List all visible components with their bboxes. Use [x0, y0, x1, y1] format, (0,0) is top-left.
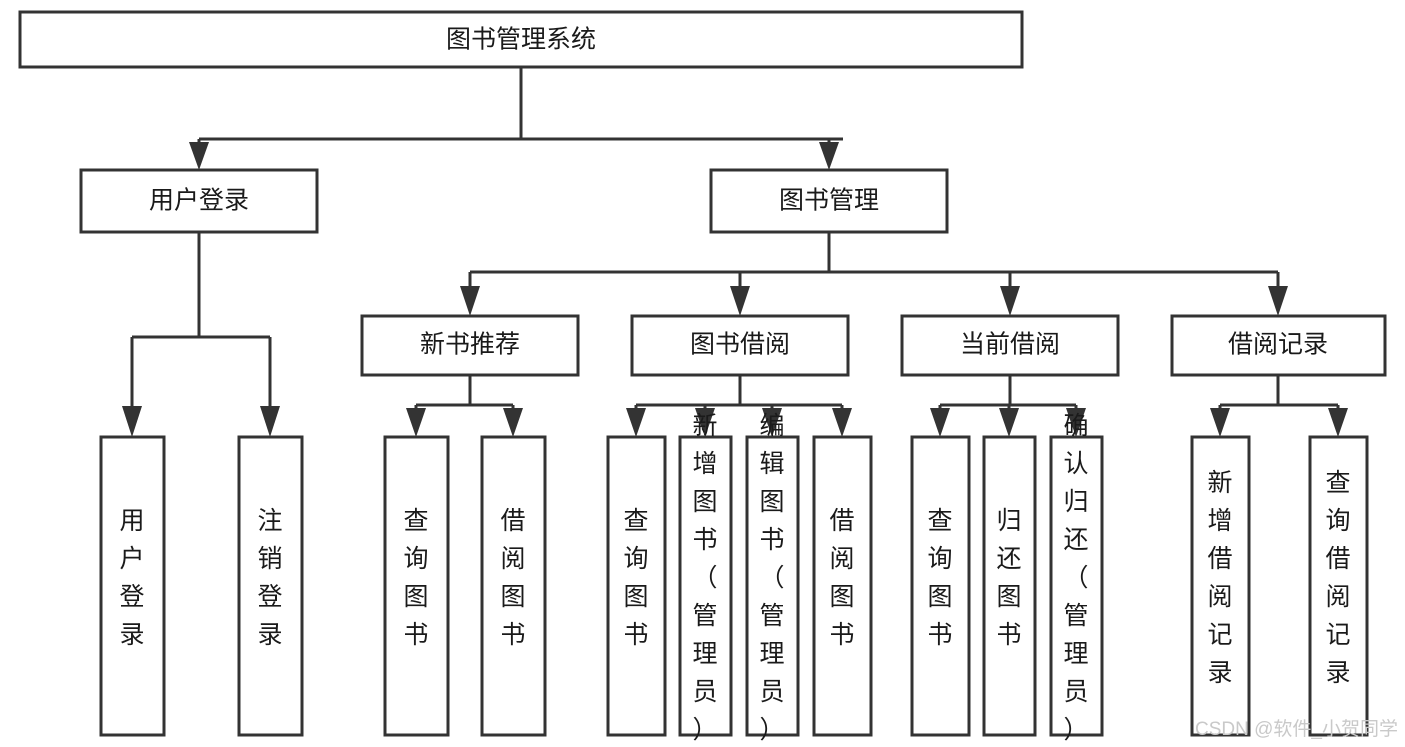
- node-new-book-recommend-label: 新书推荐: [420, 331, 520, 359]
- node-leaf-query-book-recommend-box[interactable]: [383, 435, 450, 737]
- node-leaf-query-book-current-box[interactable]: [910, 435, 971, 737]
- node-leaf-return-book-box[interactable]: [982, 435, 1037, 737]
- node-book-borrow[interactable]: 图书借阅: [630, 314, 850, 377]
- node-book-management-box[interactable]: [709, 168, 949, 234]
- node-leaf-borrow-book-borrow-label: 借阅图书: [829, 507, 854, 649]
- node-leaf-query-book-recommend-label: 查询图书: [403, 507, 428, 649]
- node-user-login-label: 用户登录: [149, 187, 249, 215]
- node-borrow-records[interactable]: 借阅记录: [1170, 314, 1387, 377]
- node-leaf-query-book-recommend[interactable]: 查询图书: [383, 435, 450, 737]
- node-leaf-borrow-book-borrow-box[interactable]: [812, 435, 873, 737]
- node-leaf-query-book-borrow[interactable]: 查询图书: [606, 435, 667, 737]
- node-leaf-add-borrow-record[interactable]: 新增借阅记录: [1190, 435, 1251, 737]
- arrow-head-leaf-query-borrow-record: [1328, 408, 1348, 437]
- arrow-head-leaf-query-book-current: [930, 408, 950, 437]
- arrow-head-leaf-borrow-book-recommend: [503, 408, 523, 437]
- node-root[interactable]: 图书管理系统: [18, 10, 1024, 69]
- node-leaf-confirm-return-admin-box[interactable]: [1049, 435, 1104, 737]
- node-leaf-add-borrow-record-label: 新增借阅记录: [1207, 469, 1232, 687]
- node-current-borrow-box[interactable]: [900, 314, 1120, 377]
- node-leaf-user-logout[interactable]: 注销登录: [237, 435, 304, 737]
- node-root-label: 图书管理系统: [446, 26, 596, 54]
- node-book-management-label: 图书管理: [779, 187, 879, 215]
- node-leaf-borrow-book-borrow[interactable]: 借阅图书: [812, 435, 873, 737]
- node-leaf-confirm-return-admin[interactable]: 确认归还（管理员）: [1049, 412, 1104, 744]
- arrow-head-leaf-query-book-recommend: [406, 408, 426, 437]
- arrow-head-leaf-user-login: [122, 406, 142, 437]
- arrow-head-book-borrow: [730, 286, 750, 316]
- arrow-head-current-borrow: [1000, 286, 1020, 316]
- node-leaf-return-book[interactable]: 归还图书: [982, 435, 1037, 737]
- node-current-borrow[interactable]: 当前借阅: [900, 314, 1120, 377]
- node-leaf-query-borrow-record-label: 查询借阅记录: [1325, 469, 1350, 687]
- arrow-head-new-book-recommend: [460, 286, 480, 316]
- arrow-head-leaf-user-logout: [260, 406, 280, 437]
- node-leaf-edit-book-admin-box[interactable]: [745, 435, 800, 737]
- node-book-borrow-box[interactable]: [630, 314, 850, 377]
- node-book-management[interactable]: 图书管理: [709, 168, 949, 234]
- node-borrow-records-label: 借阅记录: [1228, 331, 1328, 359]
- node-root-box[interactable]: [18, 10, 1024, 69]
- arrow-head-leaf-query-book-borrow: [626, 408, 646, 437]
- node-leaf-query-book-current[interactable]: 查询图书: [910, 435, 971, 737]
- node-leaf-borrow-book-recommend[interactable]: 借阅图书: [480, 435, 547, 737]
- node-leaf-user-login-box[interactable]: [99, 435, 166, 737]
- node-leaf-user-logout-label: 注销登录: [257, 507, 282, 649]
- arrow-head-leaf-return-book: [999, 408, 1019, 437]
- node-leaf-query-book-borrow-label: 查询图书: [623, 507, 648, 649]
- node-leaf-add-book-admin[interactable]: 新增图书（管理员）: [678, 412, 733, 744]
- node-leaf-query-book-current-label: 查询图书: [927, 507, 952, 649]
- node-leaf-query-borrow-record-box[interactable]: [1308, 435, 1369, 737]
- node-leaf-edit-book-admin[interactable]: 编辑图书（管理员）: [745, 412, 800, 744]
- node-new-book-recommend[interactable]: 新书推荐: [360, 314, 580, 377]
- node-leaf-add-book-admin-box[interactable]: [678, 435, 733, 737]
- node-leaf-user-login[interactable]: 用户登录: [99, 435, 166, 737]
- node-leaf-user-logout-box[interactable]: [237, 435, 304, 737]
- node-leaf-query-borrow-record[interactable]: 查询借阅记录: [1308, 435, 1369, 737]
- node-leaf-return-book-label: 归还图书: [996, 507, 1021, 649]
- arrow-head-book-management: [819, 142, 839, 170]
- node-user-login[interactable]: 用户登录: [79, 168, 319, 234]
- node-leaf-borrow-book-recommend-label: 借阅图书: [500, 507, 525, 649]
- node-leaf-edit-book-admin-label: 编辑图书（管理员）: [759, 412, 784, 744]
- arrow-head-user-login: [189, 142, 209, 170]
- node-user-login-box[interactable]: [79, 168, 319, 234]
- node-leaf-query-book-borrow-box[interactable]: [606, 435, 667, 737]
- connector-layer: [122, 67, 1348, 437]
- node-leaf-user-login-label: 用户登录: [119, 507, 144, 649]
- arrow-head-leaf-add-book-admin: [695, 408, 715, 437]
- node-current-borrow-label: 当前借阅: [960, 331, 1060, 359]
- node-borrow-records-box[interactable]: [1170, 314, 1387, 377]
- node-new-book-recommend-box[interactable]: [360, 314, 580, 377]
- node-leaf-borrow-book-recommend-box[interactable]: [480, 435, 547, 737]
- csdn-watermark: CSDN @软件_小贺同学: [1195, 718, 1398, 740]
- arrow-head-leaf-edit-book-admin: [762, 408, 782, 437]
- node-leaf-add-borrow-record-box[interactable]: [1190, 435, 1251, 737]
- arrow-head-leaf-add-borrow-record: [1210, 408, 1230, 437]
- arrow-head-leaf-borrow-book-borrow: [832, 408, 852, 437]
- node-book-borrow-label: 图书借阅: [690, 331, 790, 359]
- node-leaf-add-book-admin-label: 新增图书（管理员）: [692, 412, 717, 744]
- node-leaf-confirm-return-admin-label: 确认归还（管理员）: [1063, 412, 1088, 744]
- arrow-head-borrow-records: [1268, 286, 1288, 316]
- arrow-head-leaf-confirm-return-admin: [1066, 408, 1086, 437]
